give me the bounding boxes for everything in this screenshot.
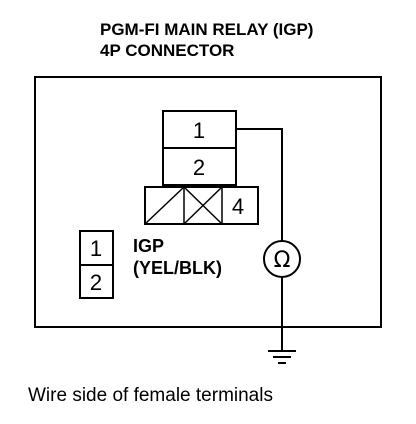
title-line-2: 4P CONNECTOR — [100, 41, 234, 60]
ohm-symbol: Ω — [274, 248, 291, 273]
test-lead-wire — [236, 128, 283, 241]
caption: Wire side of female terminals — [28, 385, 273, 406]
pin-2-label: 2 — [193, 155, 205, 180]
pin-2-cell — [162, 147, 237, 186]
igp-label: IGP — [133, 236, 164, 256]
main-connector: 1 2 4 — [144, 110, 259, 225]
small-pin-1-label: 1 — [90, 236, 102, 261]
small-connector: 1 2 — [79, 230, 114, 299]
ground-symbol-icon — [268, 350, 296, 364]
pin-1-label: 1 — [193, 118, 205, 143]
bottom-row — [144, 186, 259, 225]
pin-4-label: 4 — [232, 194, 244, 219]
ohmmeter-icon: Ω — [263, 240, 301, 278]
title-line-1: PGM-FI MAIN RELAY (IGP) — [100, 20, 313, 39]
small-pin-2-label: 2 — [90, 270, 102, 295]
small-pin-2-cell — [79, 264, 114, 299]
diagram-frame — [34, 76, 382, 328]
wire-color-label: (YEL/BLK) — [133, 258, 222, 278]
blocked-cavity-x — [183, 186, 223, 225]
blocked-cavity-3 — [144, 186, 185, 225]
